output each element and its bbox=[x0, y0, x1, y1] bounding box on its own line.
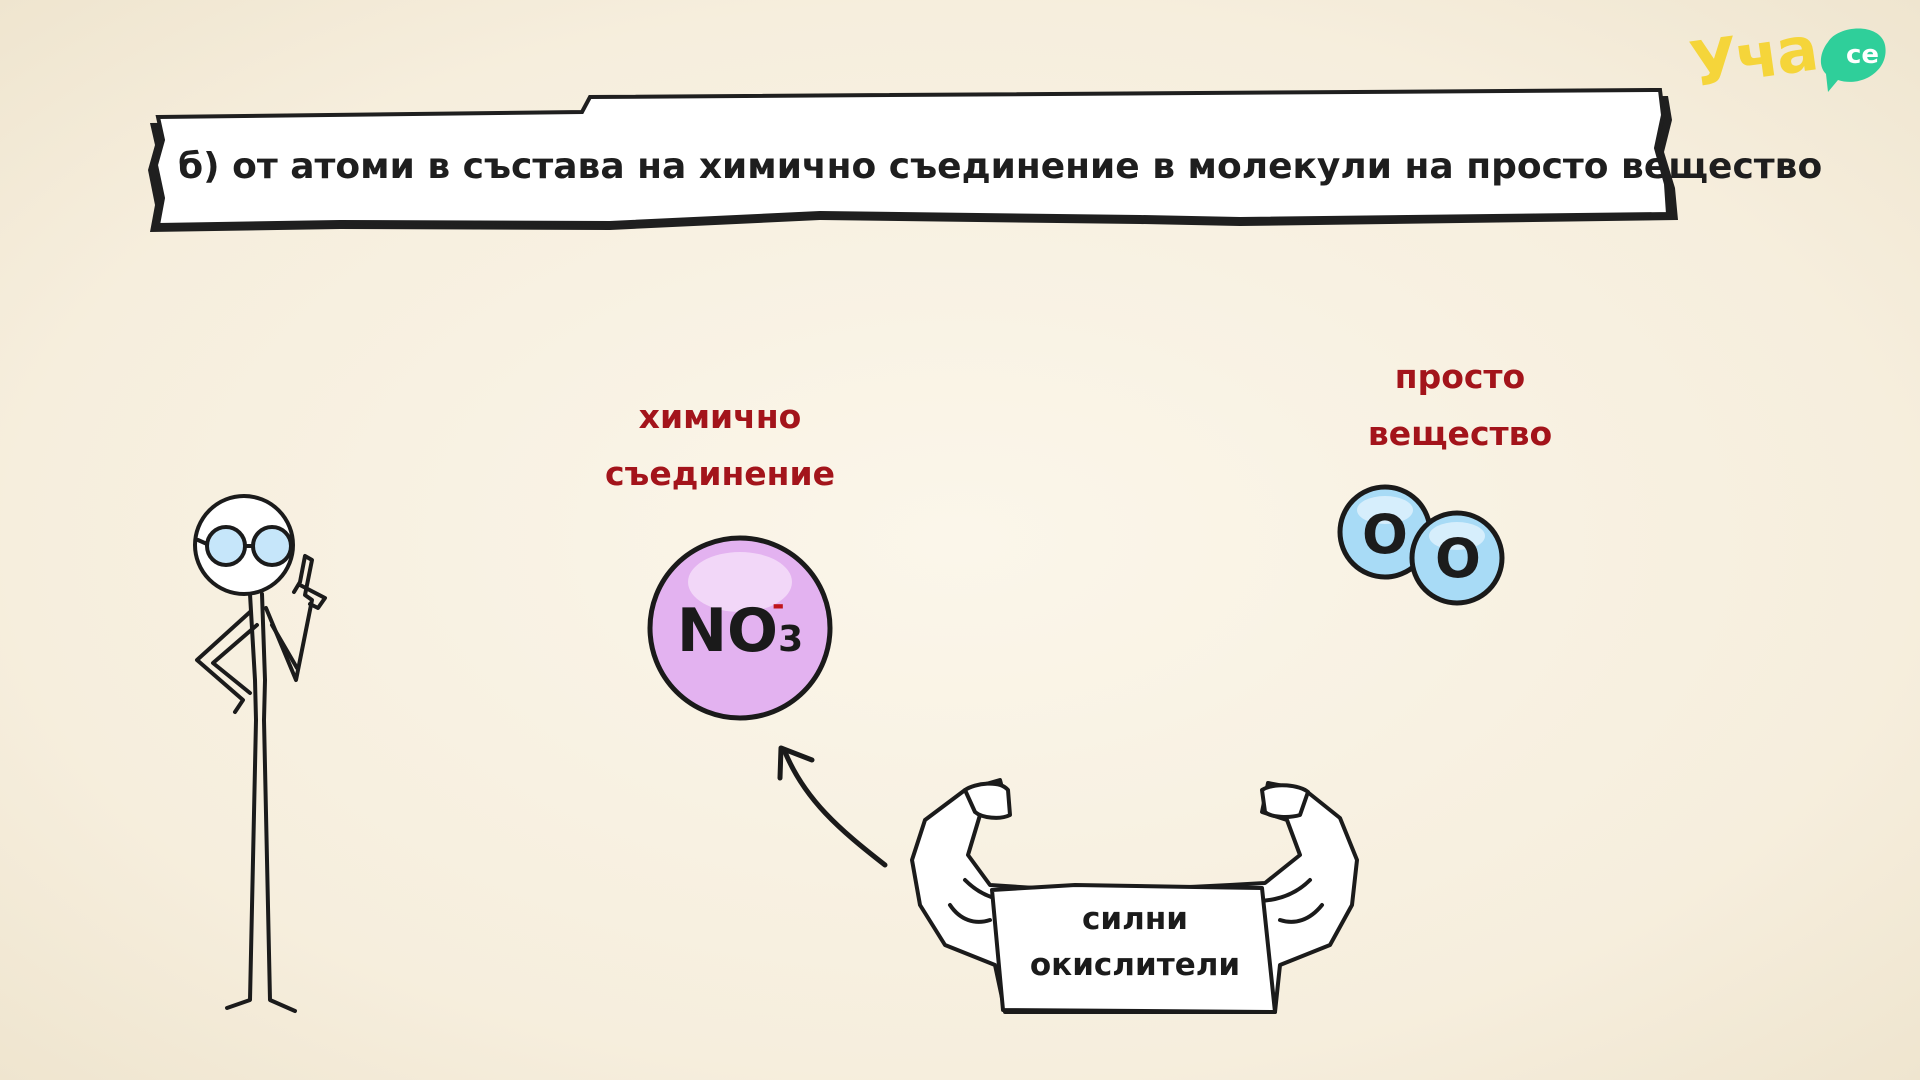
logo-badge-text: се bbox=[1846, 40, 1880, 70]
simple-substance-label: просто вещество bbox=[1300, 348, 1620, 462]
compound-label-line1: химично bbox=[638, 397, 802, 436]
title-text: б) от атоми в състава на химично съедине… bbox=[178, 146, 1823, 187]
nitrate-formula-subscript: 3 bbox=[778, 619, 804, 660]
oxygen-atom-1: O bbox=[1362, 503, 1408, 566]
oxygen-atom-2: O bbox=[1435, 527, 1481, 590]
compound-label: химично съединение bbox=[560, 388, 880, 502]
arrow bbox=[777, 745, 888, 868]
simple-substance-label-line1: просто bbox=[1394, 357, 1526, 396]
simple-substance-label-line2: вещество bbox=[1367, 414, 1553, 453]
oxygen-molecule bbox=[1337, 484, 1505, 606]
title-banner bbox=[148, 87, 1678, 232]
nitrate-formula-main: NO bbox=[676, 596, 779, 666]
oxidizer-label: силни окислители bbox=[1010, 896, 1260, 988]
oxidizer-label-line1: силни bbox=[1082, 901, 1188, 937]
nitrate-formula: NO3 bbox=[650, 596, 830, 666]
oxidizer-sign bbox=[990, 883, 1277, 1014]
logo-badge bbox=[1820, 28, 1886, 92]
stick-figure bbox=[193, 494, 327, 1013]
nitrate-sphere bbox=[647, 535, 833, 721]
oxidizer-label-line2: окислители bbox=[1029, 947, 1241, 983]
glasses-left-lens bbox=[205, 525, 247, 567]
glasses-right-lens bbox=[251, 525, 293, 567]
compound-label-line2: съединение bbox=[604, 454, 835, 493]
nitrate-charge: - bbox=[772, 588, 785, 623]
